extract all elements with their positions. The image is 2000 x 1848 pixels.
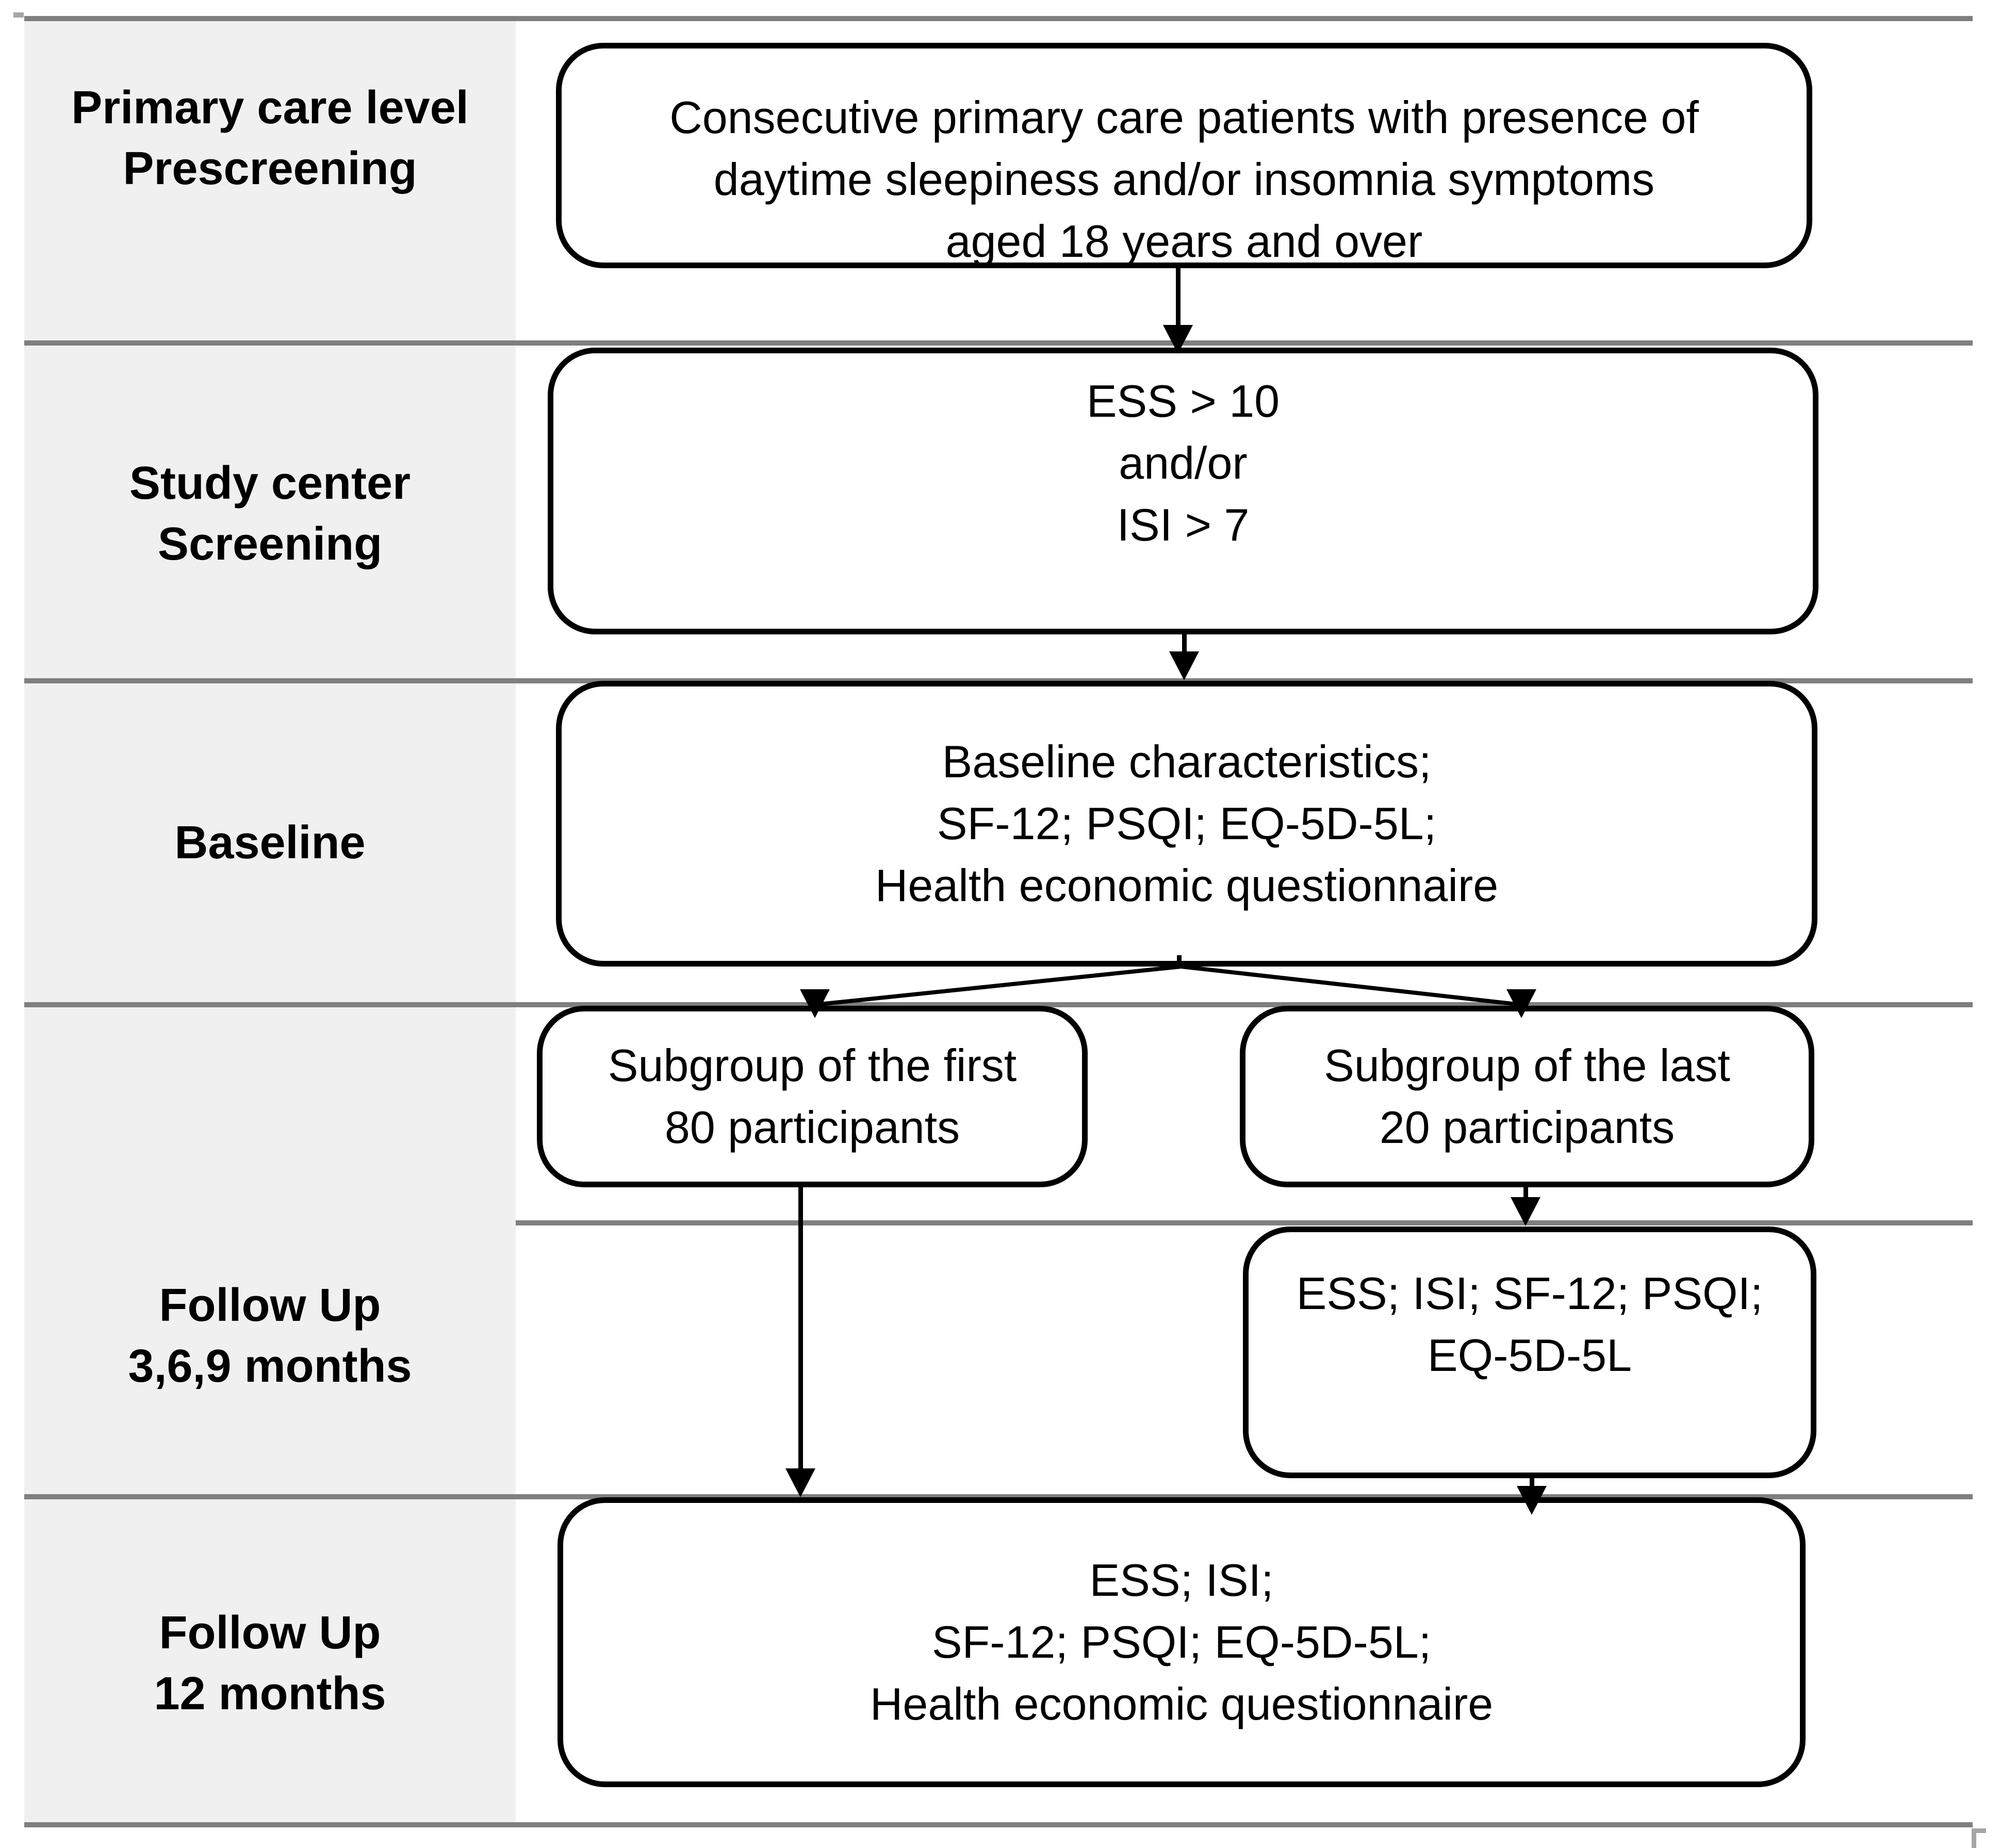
text-line: ESS; ISI; bbox=[1089, 1555, 1274, 1606]
box-followup-12-measures: ESS; ISI; SF-12; PSQI; EQ-5D-5L; Health … bbox=[558, 1497, 1806, 1787]
row-line-5 bbox=[24, 1494, 1973, 1499]
text-line: Health economic questionnaire bbox=[870, 1678, 1494, 1729]
row-line-bottom bbox=[24, 1822, 1973, 1827]
box-prescreening-text: Consecutive primary care patients with p… bbox=[669, 87, 1699, 272]
stage-label-line: Study center bbox=[129, 457, 411, 509]
text-line: Subgroup of the last bbox=[1324, 1040, 1730, 1091]
stage-label-line: Primary care level bbox=[71, 82, 469, 134]
text-line: SF-12; PSQI; EQ-5D-5L; bbox=[931, 1616, 1432, 1667]
arrow-line-followup369-to-followup12 bbox=[1530, 1478, 1534, 1487]
stage-label-followup-12: Follow Up 12 months bbox=[24, 1602, 516, 1724]
box-baseline-measures-text: Baseline characteristics; SF-12; PSQI; E… bbox=[875, 731, 1498, 917]
stage-label-line: 3,6,9 months bbox=[128, 1340, 412, 1392]
stage-label-line: Baseline bbox=[174, 817, 366, 869]
split-stub-line bbox=[1177, 955, 1182, 969]
box-followup-12-measures-text: ESS; ISI; SF-12; PSQI; EQ-5D-5L; Health … bbox=[870, 1549, 1493, 1735]
stage-label-screening: Study center Screening bbox=[24, 453, 516, 575]
stage-label-line: Prescreening bbox=[123, 143, 417, 194]
box-screening-criteria-text: ESS > 10 and/or ISI > 7 bbox=[1087, 370, 1280, 556]
text-line: Consecutive primary care patients with p… bbox=[669, 91, 1699, 143]
box-followup-369-measures: ESS; ISI; SF-12; PSQI; EQ-5D-5L bbox=[1243, 1226, 1816, 1478]
row-line-3 bbox=[24, 1002, 1973, 1007]
arrowhead-icon bbox=[1169, 651, 1199, 680]
text-line: ESS; ISI; SF-12; PSQI; bbox=[1296, 1268, 1763, 1319]
arrowhead-icon bbox=[1511, 1197, 1540, 1226]
stage-label-line: Screening bbox=[157, 518, 383, 570]
top-left-handle-mark bbox=[13, 12, 24, 18]
arrow-line-baseline-to-subgroup-first bbox=[814, 964, 1182, 1007]
arrow-line-screening-to-baseline bbox=[1182, 634, 1187, 653]
box-followup-369-measures-text: ESS; ISI; SF-12; PSQI; EQ-5D-5L bbox=[1297, 1263, 1763, 1386]
stage-label-line: 12 months bbox=[154, 1668, 386, 1720]
box-subgroup-first-80-text: Subgroup of the first 80 participants bbox=[608, 1035, 1017, 1158]
text-line: daytime sleepiness and/or insomnia sympt… bbox=[713, 153, 1655, 205]
arrow-line-subgroup-first-to-followup12 bbox=[798, 1187, 803, 1470]
arrowhead-icon bbox=[800, 989, 830, 1018]
box-screening-criteria: ESS > 10 and/or ISI > 7 bbox=[548, 348, 1818, 634]
stage-column bbox=[24, 16, 516, 1827]
stage-label-line: Follow Up bbox=[159, 1607, 381, 1659]
bottom-right-corner-mark-h bbox=[1972, 1828, 1986, 1833]
arrowhead-icon bbox=[785, 1468, 815, 1497]
arrowhead-icon bbox=[1517, 1486, 1547, 1515]
row-line-4-partial bbox=[516, 1220, 1973, 1225]
box-baseline-measures: Baseline characteristics; SF-12; PSQI; E… bbox=[556, 681, 1817, 967]
row-line-top bbox=[24, 16, 1973, 21]
text-line: ISI > 7 bbox=[1117, 499, 1250, 550]
arrow-line-baseline-to-subgroup-last bbox=[1181, 964, 1522, 1007]
text-line: ESS > 10 bbox=[1086, 375, 1280, 427]
text-line: Baseline characteristics; bbox=[942, 736, 1432, 787]
bottom-right-corner-mark-v bbox=[1972, 1828, 1976, 1848]
text-line: SF-12; PSQI; EQ-5D-5L; bbox=[937, 798, 1437, 849]
box-subgroup-first-80: Subgroup of the first 80 participants bbox=[537, 1006, 1088, 1187]
text-line: Subgroup of the first bbox=[608, 1040, 1017, 1091]
stage-label-baseline: Baseline bbox=[24, 812, 516, 873]
text-line: EQ-5D-5L bbox=[1427, 1330, 1632, 1381]
stage-label-prescreening: Primary care level Prescreening bbox=[24, 77, 516, 199]
arrowhead-icon bbox=[1163, 325, 1193, 354]
row-line-1 bbox=[24, 340, 1973, 346]
arrowhead-icon bbox=[1506, 989, 1536, 1018]
text-line: Health economic questionnaire bbox=[875, 860, 1499, 911]
box-subgroup-last-20: Subgroup of the last 20 participants bbox=[1240, 1006, 1814, 1187]
stage-label-line: Follow Up bbox=[159, 1280, 381, 1331]
text-line: and/or bbox=[1119, 437, 1248, 488]
arrow-line-subgroup-last-to-followup369 bbox=[1523, 1187, 1528, 1199]
stage-label-followup-369: Follow Up 3,6,9 months bbox=[24, 1275, 516, 1397]
box-subgroup-last-20-text: Subgroup of the last 20 participants bbox=[1324, 1035, 1730, 1158]
text-line: 20 participants bbox=[1379, 1102, 1675, 1153]
text-line: 80 participants bbox=[664, 1102, 960, 1153]
arrow-line-prescreening-to-screening bbox=[1176, 268, 1181, 326]
box-prescreening: Consecutive primary care patients with p… bbox=[556, 43, 1812, 268]
text-line: aged 18 years and over bbox=[945, 215, 1423, 267]
